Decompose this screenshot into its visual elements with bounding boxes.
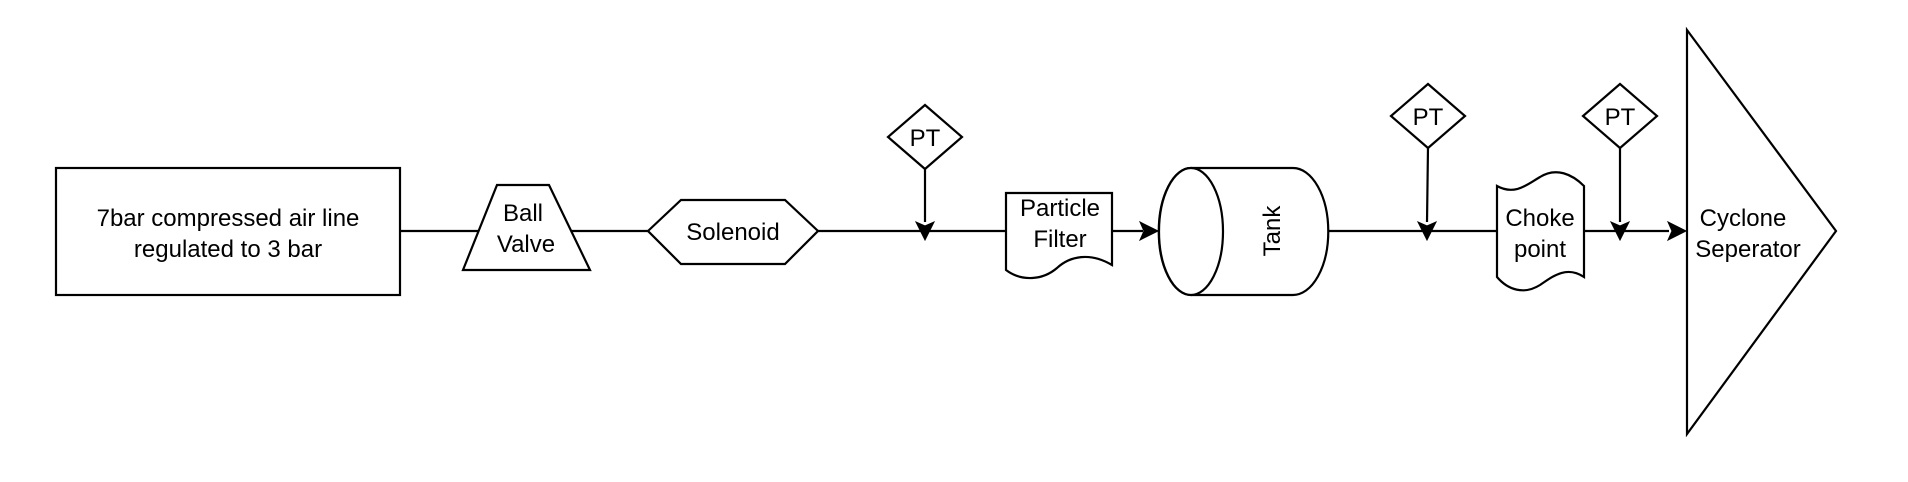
particle-filter-label-line-1: Particle <box>1020 195 1100 222</box>
pt2-node: PT <box>1389 82 1467 150</box>
pt1-node: PT <box>886 103 964 171</box>
connections <box>400 146 1688 242</box>
air-supply-label-line-2: regulated to 3 bar <box>134 236 322 263</box>
ball-valve-node: Ball Valve <box>461 183 592 272</box>
cyclone-separator-node: Cyclone Seperator <box>1685 26 1838 438</box>
tank-node: Tank <box>1157 166 1330 297</box>
pt2-tap-arrowhead <box>1416 220 1438 242</box>
choke-point-label-line-2: point <box>1514 236 1566 263</box>
solenoid-node: Solenoid <box>646 198 820 266</box>
air-supply-label-line-1: 7bar compressed air line <box>97 205 360 232</box>
pt3-tap-arrowhead <box>1609 220 1631 242</box>
pt1-label: PT <box>910 125 941 152</box>
particle-filter-node: Particle Filter <box>1004 191 1114 280</box>
solenoid-label: Solenoid <box>686 219 779 246</box>
pt2-tap-line <box>1425 146 1430 223</box>
arrowhead-into-tank <box>1138 220 1160 242</box>
tank-label: Tank <box>1259 205 1286 257</box>
cyclone-separator-label-line-2: Seperator <box>1695 236 1800 263</box>
particle-filter-label-line-2: Filter <box>1033 226 1086 253</box>
pt1-tap-arrowhead <box>914 220 936 242</box>
choke-point-node: Choke point <box>1495 171 1586 292</box>
choke-point-label-line-1: Choke <box>1505 205 1574 232</box>
pt2-label: PT <box>1413 104 1444 131</box>
ball-valve-label-line-2: Valve <box>497 231 555 258</box>
air-supply-node: 7bar compressed air line regulated to 3 … <box>54 166 402 297</box>
arrowhead-into-cyclone <box>1666 220 1688 242</box>
pt3-label: PT <box>1605 104 1636 131</box>
cyclone-separator-label-line-1: Cyclone <box>1700 205 1787 232</box>
ball-valve-label-line-1: Ball <box>503 200 543 227</box>
pt3-node: PT <box>1581 82 1659 150</box>
